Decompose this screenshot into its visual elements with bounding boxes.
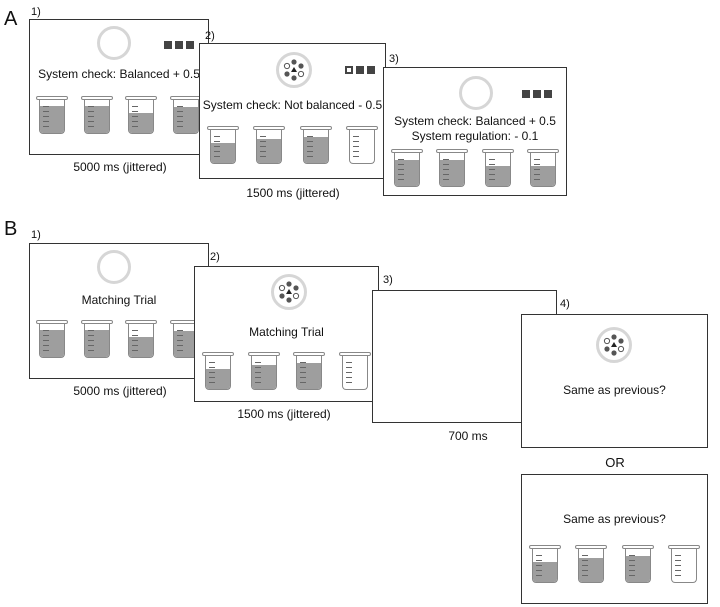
balance-ring-icon [97, 250, 131, 284]
system-regulation-message: System regulation: - 0.1 [411, 129, 539, 143]
question-message: Same as previous? [563, 383, 666, 397]
beaker-icon [345, 126, 378, 164]
beaker-icon [169, 96, 202, 134]
system-check-message: System check: Not balanced - 0.5 [202, 98, 383, 112]
beaker-icon [293, 352, 326, 390]
beaker-row [384, 149, 566, 187]
panel-a-step-1: 1) [31, 6, 41, 18]
trial-message: Matching Trial [81, 293, 157, 307]
panel-b-screen-2: Matching Trial [194, 266, 379, 402]
panel-b-duration-3: 700 ms [448, 429, 488, 443]
panel-a-label: A [4, 8, 18, 30]
beaker-icon [299, 126, 332, 164]
panel-b-screen-1: Matching Trial [29, 243, 209, 379]
balance-ring-icon [97, 26, 131, 60]
score-square [533, 90, 541, 98]
score-square [544, 90, 552, 98]
beaker-icon [390, 149, 423, 187]
panel-b-step-1: 1) [31, 229, 41, 241]
beaker-icon [527, 149, 560, 187]
panel-a-step-2: 2) [205, 30, 215, 42]
beaker-row [522, 545, 707, 583]
beaker-row [200, 126, 385, 164]
beaker-icon [339, 352, 372, 390]
panel-b-step-2: 2) [210, 251, 220, 263]
score-square [356, 66, 364, 74]
panel-b-step-3: 3) [383, 274, 393, 286]
panel-a-duration-1: 5000 ms (jittered) [73, 160, 167, 174]
panel-a-screen-3: System check: Balanced + 0.5 System regu… [383, 67, 567, 196]
panel-a-screen-2: System check: Not balanced - 0.5 [199, 43, 386, 179]
beaker-icon [436, 149, 469, 187]
panel-b-label: B [4, 218, 18, 240]
beaker-icon [621, 545, 654, 583]
beaker-row [195, 352, 378, 390]
or-label: OR [605, 455, 625, 470]
beaker-icon [80, 96, 113, 134]
beaker-icon [125, 96, 158, 134]
score-square [522, 90, 530, 98]
beaker-icon [481, 149, 514, 187]
question-message: Same as previous? [563, 512, 666, 526]
panel-a-step-3: 3) [389, 53, 399, 65]
beaker-row [30, 320, 208, 358]
beaker-icon [529, 545, 562, 583]
score-squares [522, 90, 552, 98]
panel-b-duration-2: 1500 ms (jittered) [237, 407, 331, 421]
panel-b-step-4: 4) [560, 298, 570, 310]
balance-ring-icon [459, 76, 493, 110]
beaker-icon [667, 545, 700, 583]
score-square-hollow [345, 66, 353, 74]
trial-message: Matching Trial [249, 325, 324, 339]
panel-a-screen-1: System check: Balanced + 0.5 [29, 19, 209, 155]
beaker-icon [247, 352, 280, 390]
score-squares [345, 66, 375, 74]
beaker-icon [253, 126, 286, 164]
panel-a-duration-2: 1500 ms (jittered) [246, 186, 340, 200]
beaker-icon [80, 320, 113, 358]
score-squares [164, 41, 194, 49]
beaker-icon [207, 126, 240, 164]
beaker-icon [36, 320, 69, 358]
panel-b-screen-4: Same as previous? [521, 314, 708, 448]
score-square [164, 41, 172, 49]
beaker-icon [201, 352, 234, 390]
system-check-message: System check: Balanced + 0.5 [38, 67, 200, 81]
unbalanced-dial-icon [596, 327, 632, 363]
system-check-message: System check: Balanced + 0.5 [394, 114, 556, 128]
unbalanced-dial-icon [271, 274, 307, 310]
unbalanced-dial-icon [276, 52, 312, 88]
beaker-icon [575, 545, 608, 583]
beaker-row [30, 96, 208, 134]
beaker-icon [36, 96, 69, 134]
score-square [186, 41, 194, 49]
beaker-icon [125, 320, 158, 358]
score-square [175, 41, 183, 49]
score-square [367, 66, 375, 74]
panel-b-duration-1: 5000 ms (jittered) [73, 384, 167, 398]
panel-b-screen-alternative: Same as previous? [521, 474, 708, 604]
